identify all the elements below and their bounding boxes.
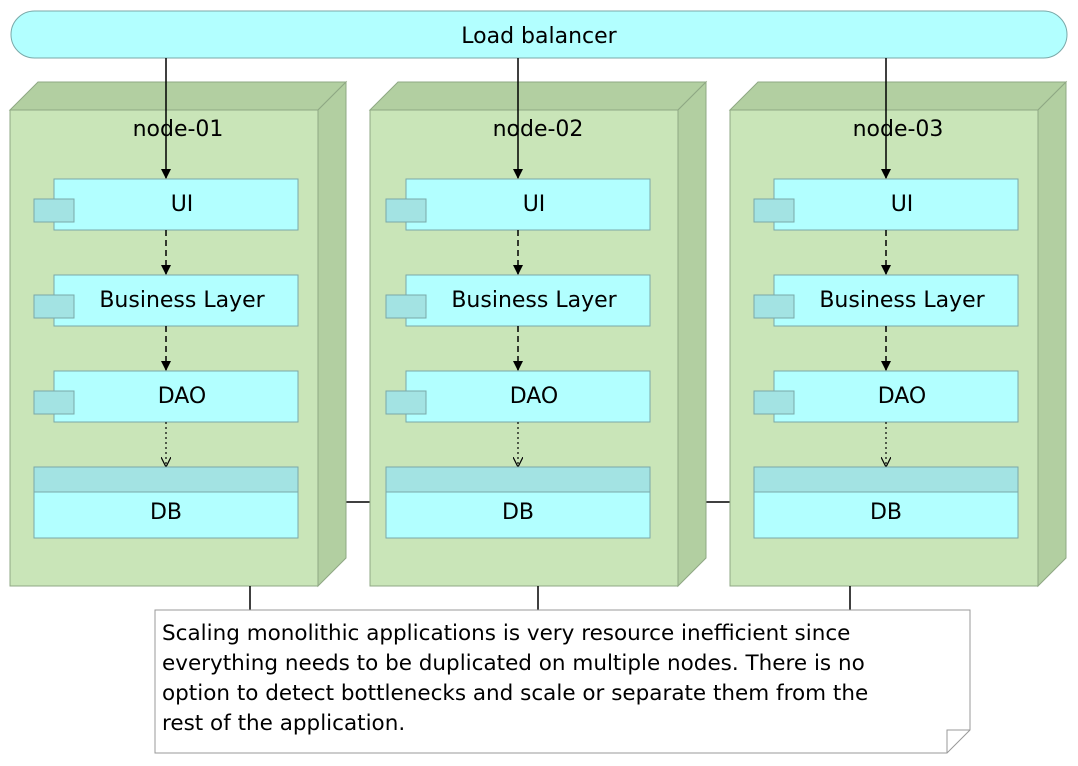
database[interactable]: DB bbox=[753, 466, 1019, 539]
node-title: node-02 bbox=[493, 117, 584, 142]
component-tab-icon bbox=[33, 198, 75, 223]
component-business-layer[interactable]: Business Layer bbox=[385, 274, 651, 327]
component-business-layer[interactable]: Business Layer bbox=[753, 274, 1019, 327]
note-shape bbox=[154, 609, 971, 754]
component-label: UI bbox=[523, 192, 546, 217]
component-tab-icon bbox=[385, 198, 427, 223]
node-side-face bbox=[1037, 80, 1067, 588]
note-line: Scaling monolithic applications is very … bbox=[162, 621, 850, 646]
component-label: UI bbox=[171, 192, 194, 217]
component-label: Business Layer bbox=[99, 288, 265, 313]
node-title: node-01 bbox=[133, 117, 224, 142]
component-ui[interactable]: UI bbox=[753, 178, 1019, 231]
note-line: everything needs to be duplicated on mul… bbox=[162, 651, 865, 676]
component-label: Business Layer bbox=[451, 288, 617, 313]
database-header bbox=[385, 466, 651, 493]
node-top-face bbox=[8, 81, 348, 111]
load-balancer[interactable]: Load balancer bbox=[10, 10, 1068, 59]
database-label: DB bbox=[502, 500, 534, 525]
database[interactable]: DB bbox=[385, 466, 651, 539]
component-box[interactable] bbox=[53, 178, 299, 231]
component-tab-icon bbox=[753, 294, 795, 319]
database-label: DB bbox=[870, 500, 902, 525]
component-business-layer[interactable]: Business Layer bbox=[33, 274, 299, 327]
component-dao[interactable]: DAO bbox=[753, 370, 1019, 423]
component-tab-icon bbox=[385, 294, 427, 319]
component-dao[interactable]: DAO bbox=[33, 370, 299, 423]
component-tab-icon bbox=[753, 390, 795, 415]
component-ui[interactable]: UI bbox=[33, 178, 299, 231]
component-tab-icon bbox=[33, 294, 75, 319]
database-header bbox=[33, 466, 299, 493]
database-label: DB bbox=[150, 500, 182, 525]
node-title: node-03 bbox=[853, 117, 944, 142]
note-line: option to detect bottlenecks and scale o… bbox=[162, 681, 868, 706]
component-tab-icon bbox=[385, 390, 427, 415]
component-label: DAO bbox=[878, 384, 927, 409]
component-label: Business Layer bbox=[819, 288, 985, 313]
load-balancer-label: Load balancer bbox=[461, 24, 617, 49]
component-label: DAO bbox=[158, 384, 207, 409]
component-ui[interactable]: UI bbox=[385, 178, 651, 231]
component-box[interactable] bbox=[405, 370, 651, 423]
note-corner-fold bbox=[946, 729, 970, 753]
component-label: DAO bbox=[510, 384, 559, 409]
component-box[interactable] bbox=[405, 274, 651, 327]
node-side-face bbox=[317, 80, 347, 588]
component-box[interactable] bbox=[405, 178, 651, 231]
node-side-face bbox=[677, 80, 707, 588]
component-box[interactable] bbox=[773, 178, 1019, 231]
component-box[interactable] bbox=[773, 274, 1019, 327]
component-dao[interactable]: DAO bbox=[385, 370, 651, 423]
database[interactable]: DB bbox=[33, 466, 299, 539]
component-tab-icon bbox=[753, 198, 795, 223]
component-label: UI bbox=[891, 192, 914, 217]
load-balancer-shape[interactable] bbox=[10, 10, 1068, 59]
component-tab-icon bbox=[33, 390, 75, 415]
node-top-face bbox=[728, 81, 1068, 111]
note: Scaling monolithic applications is very … bbox=[154, 609, 971, 754]
node-top-face bbox=[368, 81, 708, 111]
database-header bbox=[753, 466, 1019, 493]
note-line: rest of the application. bbox=[162, 711, 405, 736]
